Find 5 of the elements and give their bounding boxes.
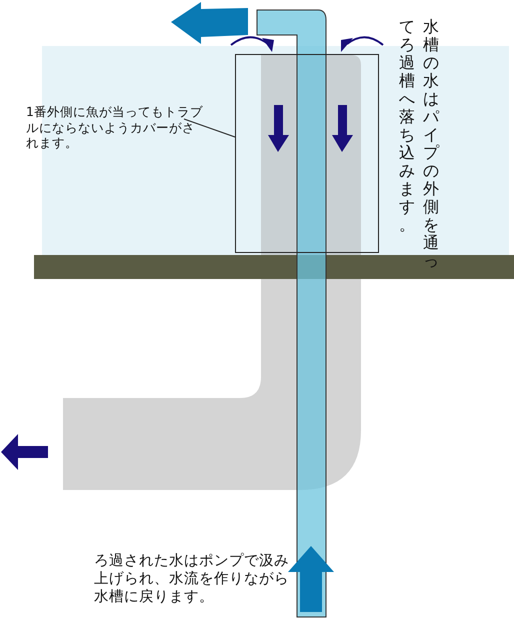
note-text: 水槽の水はパイプの外側を通ってろ過槽へ落ち込みます。 [398,18,440,270]
leader-line [184,118,236,138]
note-text: ろ過された水はポンプで汲み上げられ、水流を作りながら水槽に戻ります。 [94,552,290,606]
callout-text: 1番外側に魚が当ってもトラブルにならないようカバーがされます。 [26,104,206,151]
cover-box [235,54,379,253]
